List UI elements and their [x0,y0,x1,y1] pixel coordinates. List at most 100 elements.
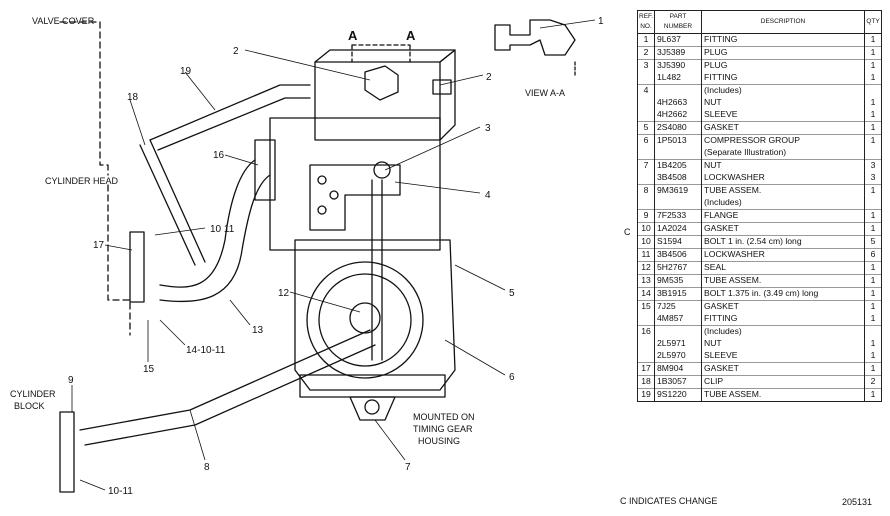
callout-10-11-lower: 10-11 [108,486,133,497]
part-number-cell: 4H2663 [654,97,702,109]
callout-7: 7 [405,462,411,473]
callout-17: 17 [93,240,105,251]
description-cell: TUBE ASSEM. [701,274,865,288]
ref-cell: 10 [638,235,655,249]
part-number-cell: 5H2767 [654,261,702,275]
qty-cell: 1 [864,134,881,147]
label-block: BLOCK [14,401,45,411]
qty-cell: 1 [870,97,876,108]
qty-cell: 1 [864,287,881,301]
callout-4: 4 [485,190,491,201]
label-valve-cover: VALVE COVER [32,16,95,26]
qty-cell [864,325,881,338]
description-cell: CLIP [701,375,865,389]
table-row: (Separate Illustration) [638,147,881,160]
qty-cell [864,84,881,97]
table-row: (Includes) [638,197,881,210]
part-number-cell: 3J5390 [654,59,702,72]
description-cell: (Includes) [701,197,865,210]
part-number-cell: 1P5013 [654,134,702,147]
change-mark: C [624,227,631,237]
qty-cell: 1 [864,222,881,236]
ref-cell: 11 [638,248,655,262]
view-aa-fitting [494,19,576,76]
qty-cell [865,147,882,160]
description-cell: LOCKWASHER [701,248,865,262]
callout-2b: 2 [486,72,492,83]
ref-cell: 8 [638,184,655,197]
callout-1: 1 [598,16,604,27]
drawing-number: 205131 [842,497,873,507]
callout-16: 16 [213,150,225,161]
ref-cell: 15 [638,300,655,313]
part-number-cell: 7F2533 [654,209,702,223]
qty-cell: 1 [864,209,881,223]
ref-cell: 4 [638,84,655,97]
callout-6: 6 [509,372,515,383]
callout-12: 12 [278,288,290,299]
part-number-cell: 2L5970 [654,350,702,363]
description-cell: SLEEVE [701,109,865,122]
qty-cell: 1 [864,184,881,197]
ref-cell [638,313,655,326]
description-cell: SEAL [701,261,865,275]
qty-cell: 1 [870,109,876,120]
callout-10-11-upper: 10 11 [210,224,235,235]
description-cell: NUT [701,338,865,350]
callout-13: 13 [252,325,264,336]
part-number-cell: 1A2024 [654,222,702,236]
ref-cell [638,350,655,363]
description-cell: TUBE ASSEM. [701,388,865,401]
callout-2a: 2 [233,46,239,57]
description-cell: PLUG [701,59,865,72]
part-number-cell [654,84,702,97]
callout-14-10-11: 14-10-11 [186,345,226,356]
compressor-body [254,117,441,251]
qty-cell: 5 [864,235,881,249]
description-cell: COMPRESSOR GROUP [701,134,865,147]
ref-cell: 7 [638,159,655,172]
description-cell: TUBE ASSEM. [701,184,865,197]
flange-17 [129,231,145,303]
description-cell: GASKET [701,300,865,313]
tube-8 [79,329,376,446]
qty-cell: 6 [864,248,881,262]
header-description: DESCRIPTION [701,11,865,34]
label-mounted-2: TIMING GEAR [413,424,473,434]
qty-cell: 1 [864,388,881,401]
ref-cell: 2 [638,46,655,60]
qty-cell: 2 [864,375,881,389]
qty-cell: 1 [864,274,881,288]
ref-cell [638,109,655,122]
parts-header-row: REF. NO. PART NUMBER DESCRIPTION QTY [638,11,881,34]
qty-cell: 1 [864,59,881,72]
ref-cell: 14 [638,287,655,301]
section-arrows [351,44,411,63]
qty-cell: 1 [864,261,881,275]
ref-cell [638,172,655,185]
ref-cell: 3 [638,59,655,72]
description-cell: PLUG [701,46,865,60]
description-cell: (Includes) [701,84,865,97]
label-mounted-3: HOUSING [418,436,460,446]
part-number-cell: 8M904 [654,362,702,376]
ref-cell: 19 [638,388,655,401]
change-note: C INDICATES CHANGE [620,496,718,506]
part-number-cell: 7J25 [654,300,702,313]
qty-cell: 3 [870,172,876,183]
table-row: 16(Includes) [638,325,881,338]
ref-cell [638,147,655,160]
description-cell: FLANGE [701,209,865,223]
header-part-number: PART NUMBER [654,11,702,34]
part-number-cell: 9M535 [654,274,702,288]
ref-cell: 12 [638,261,655,275]
